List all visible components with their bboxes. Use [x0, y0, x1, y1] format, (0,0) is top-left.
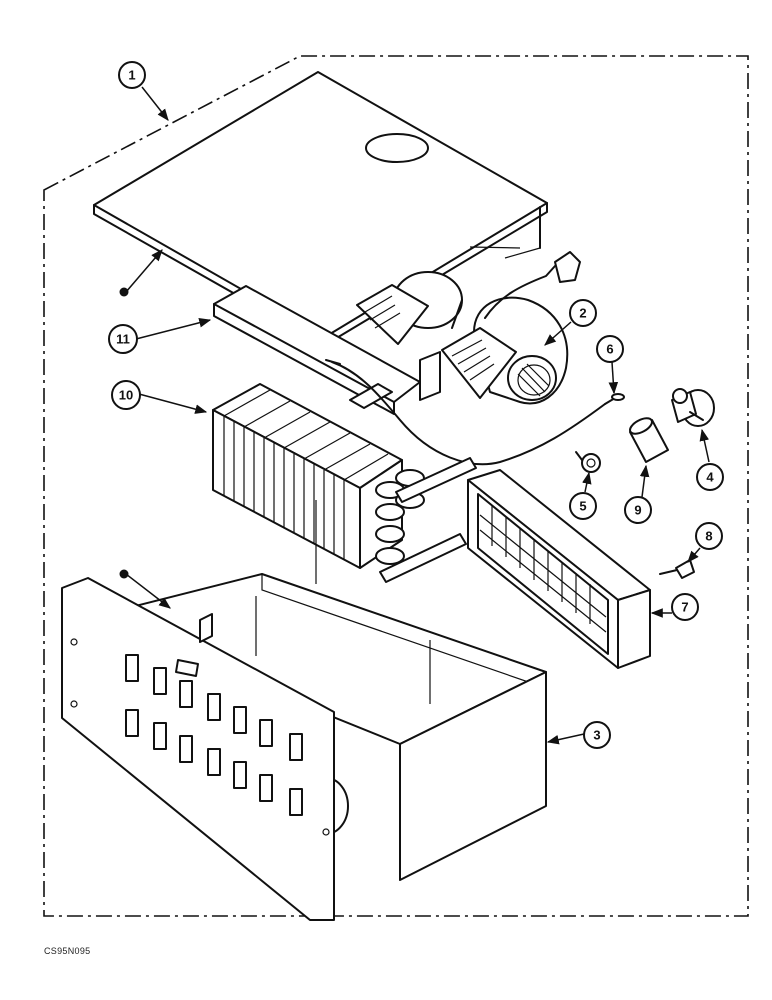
filter-panel [213, 285, 421, 415]
callout-5-label: 5 [579, 499, 586, 514]
wiring-harness [325, 359, 625, 466]
callout-2: 2 [569, 299, 597, 327]
callout-2-label: 2 [579, 306, 586, 321]
control-valve [671, 388, 715, 427]
callout-10-label: 10 [119, 388, 133, 403]
louver-grille [467, 469, 651, 669]
leader-lines [125, 86, 710, 745]
callout-4: 4 [696, 463, 724, 491]
callout-1-label: 1 [128, 68, 135, 83]
callout-4-label: 4 [706, 470, 714, 485]
callout-3-label: 3 [593, 728, 600, 743]
callout-6: 6 [596, 335, 624, 363]
callout-5: 5 [569, 492, 597, 520]
heater-core [212, 383, 477, 583]
callout-9: 9 [624, 496, 652, 524]
hose [629, 417, 669, 463]
callout-7: 7 [671, 593, 699, 621]
hose-clamp [575, 451, 601, 473]
callout-3: 3 [583, 721, 611, 749]
reference-dot-top [119, 287, 129, 297]
callout-11: 11 [108, 324, 138, 354]
callout-8: 8 [695, 522, 723, 550]
reference-dot-bottom [119, 569, 129, 579]
callout-10: 10 [111, 380, 141, 410]
callout-11-label: 11 [116, 332, 130, 347]
mounting-screw [659, 559, 695, 579]
blower-assembly [356, 251, 581, 405]
assembly-boundary [43, 55, 749, 917]
callout-1: 1 [118, 61, 146, 89]
callout-7-label: 7 [681, 600, 688, 615]
callout-9-label: 9 [634, 503, 641, 518]
callout-8-label: 8 [705, 529, 712, 544]
drawing-code: CS95N095 [44, 946, 91, 956]
callout-6-label: 6 [606, 342, 613, 357]
front-vents [125, 613, 303, 816]
